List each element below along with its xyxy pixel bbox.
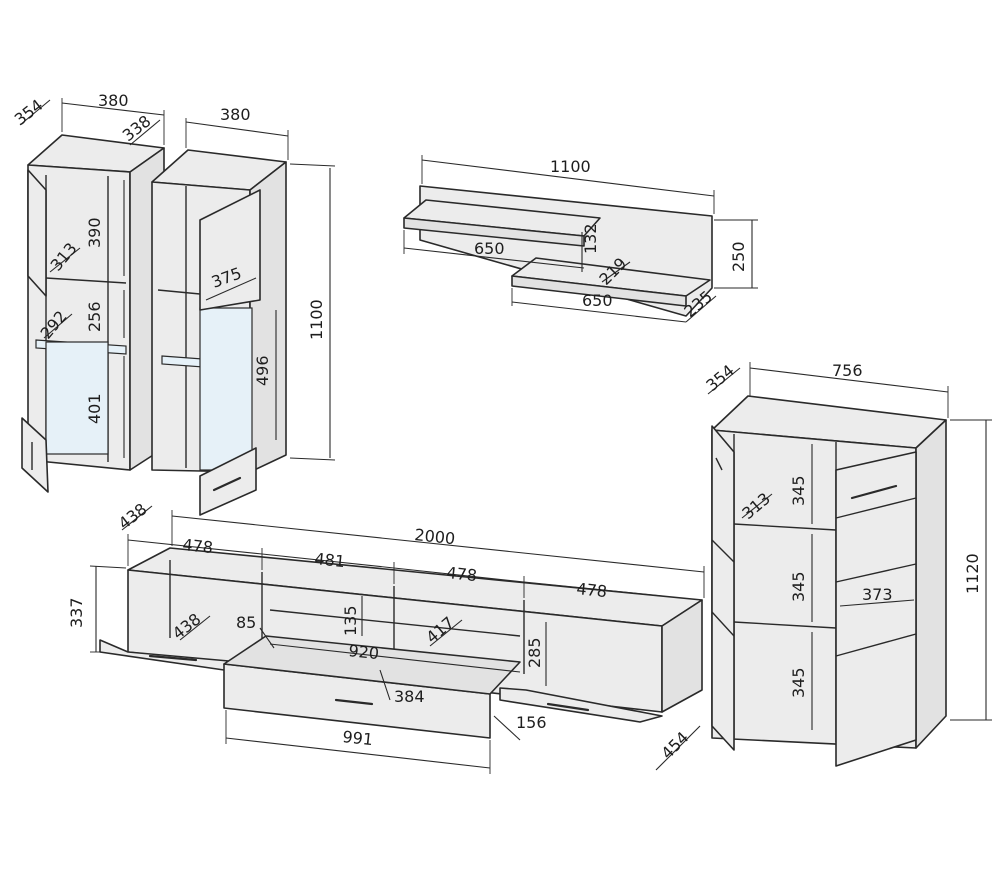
- label-highboard-width: 756: [832, 361, 863, 380]
- left-vitrine: [21, 134, 165, 493]
- label-wall-shelf-lower: 650: [582, 291, 613, 310]
- label-wall-shelf-upper: 650: [474, 239, 505, 258]
- label-tv-board-length: 2000: [414, 525, 456, 548]
- right-vitrine: [151, 149, 287, 516]
- highboard: [711, 395, 947, 767]
- label-wall-shelf-gap: 132: [581, 223, 600, 254]
- label-right-vitrine-glass-height: 496: [253, 355, 272, 386]
- label-left-vitrine-inner-depth: 338: [119, 111, 155, 145]
- label-tv-board-shelf-height: 135: [341, 605, 360, 636]
- label-highboard-section-bottom: 345: [789, 667, 808, 698]
- label-right-vitrine-height: 1100: [307, 299, 326, 340]
- label-tv-board-inner-height: 285: [525, 637, 544, 668]
- label-tv-board-drawer-depth: 384: [394, 687, 425, 706]
- label-tv-board-compartment-4: 478: [576, 579, 608, 601]
- wall-shelf: [403, 185, 713, 317]
- label-right-vitrine-width: 380: [220, 105, 251, 124]
- tv-board: [99, 547, 703, 739]
- label-highboard-section-top: 345: [789, 475, 808, 506]
- label-tv-board-drawer-inner-width: 920: [348, 641, 380, 663]
- label-highboard-section-mid: 345: [789, 571, 808, 602]
- label-highboard-door-width: 373: [862, 585, 893, 604]
- label-left-vitrine-section-top: 390: [85, 217, 104, 248]
- label-left-vitrine-section-mid: 256: [85, 301, 104, 332]
- label-left-vitrine-depth: 354: [11, 95, 47, 129]
- label-highboard-depth: 354: [702, 361, 738, 395]
- label-highboard-height: 1120: [963, 553, 982, 594]
- label-tv-board-drawer-front-height: 156: [516, 713, 547, 732]
- label-tv-board-compartment-1: 478: [182, 535, 214, 557]
- label-wall-shelf-panel-height: 250: [729, 241, 748, 272]
- label-tv-board-compartment-3: 478: [446, 563, 478, 585]
- label-left-vitrine-width: 380: [98, 91, 129, 110]
- label-tv-board-overall-depth: 454: [657, 728, 692, 763]
- label-tv-board-depth: 438: [115, 499, 151, 533]
- label-tv-board-compartment-2: 481: [314, 549, 346, 571]
- label-left-vitrine-section-bottom: 401: [85, 393, 104, 424]
- label-wall-shelf-length: 1100: [550, 157, 591, 176]
- label-tv-board-drawer-front-width: 991: [342, 727, 374, 749]
- label-tv-board-drawer-offset: 85: [236, 613, 256, 632]
- label-tv-board-height: 337: [67, 597, 86, 628]
